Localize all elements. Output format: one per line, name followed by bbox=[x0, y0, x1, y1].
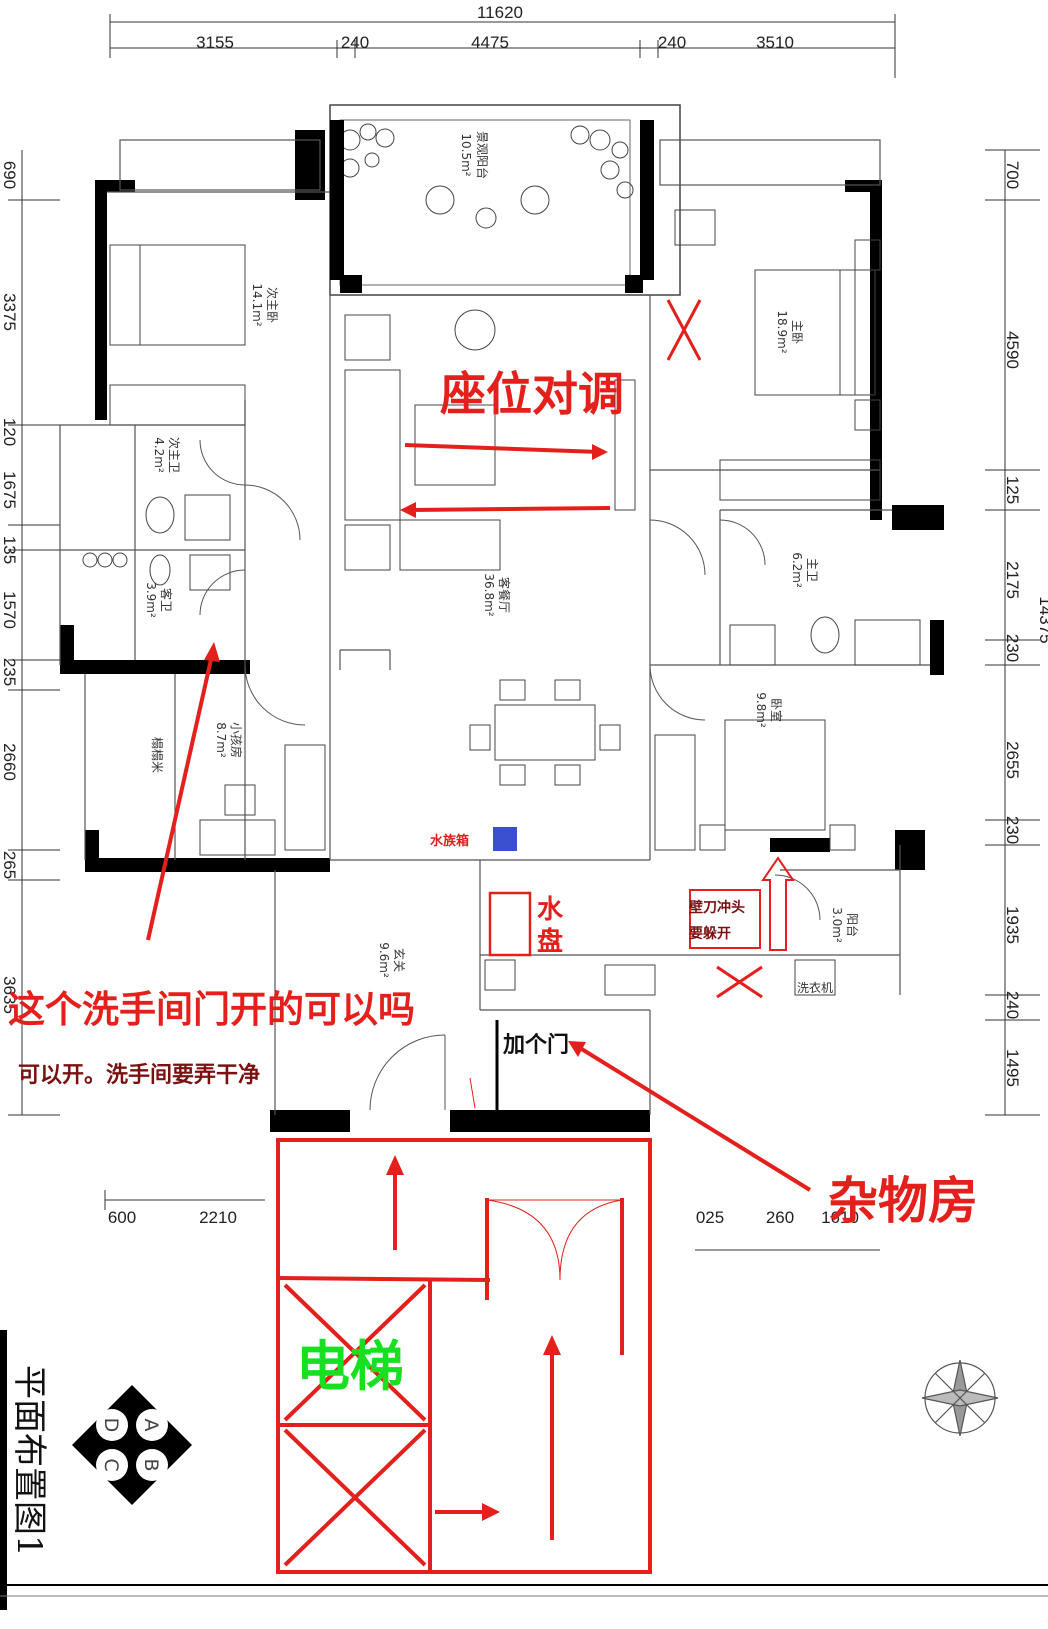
washer-label: 洗衣机 bbox=[797, 980, 833, 995]
room-living-dining-name: 客餐厅 bbox=[497, 577, 512, 613]
bath-door-answer: 可以开。洗手间要弄干净 bbox=[18, 1062, 260, 1088]
dim-left-5: 135 bbox=[0, 536, 19, 564]
room-kids-area: 8.7m² bbox=[214, 722, 228, 758]
dim-top-seg-2: 240 bbox=[341, 33, 369, 52]
dim-left-1: 690 bbox=[0, 161, 19, 189]
dim-left-4: 1675 bbox=[0, 471, 19, 509]
plan-title: 平面布置图1 bbox=[9, 1365, 49, 1557]
room-tatami-name: 榻榻米 bbox=[150, 737, 164, 773]
storage-note: 杂物房 bbox=[828, 1172, 978, 1230]
title-bar bbox=[0, 1330, 7, 1610]
dim-bottom-1: 600 bbox=[108, 1208, 136, 1227]
dim-right-3: 125 bbox=[1003, 476, 1022, 504]
dim-right-5: 230 bbox=[1003, 634, 1022, 662]
dim-right-total: 14375 bbox=[1036, 596, 1048, 643]
dim-bottom-5: 1610 bbox=[821, 1208, 859, 1227]
room-kids-name: 小孩房 bbox=[229, 722, 244, 758]
dim-right-6: 2655 bbox=[1003, 741, 1022, 779]
dim-left-8: 2660 bbox=[0, 743, 19, 781]
walls bbox=[60, 120, 944, 1132]
elevator-arrowheads bbox=[386, 1155, 561, 1521]
room-master-bath-area: 6.2m² bbox=[790, 552, 804, 588]
dim-left-6: 1570 bbox=[0, 591, 19, 629]
swap-seats-note: 座位对调 bbox=[440, 367, 624, 421]
dim-top-seg-1: 3155 bbox=[196, 33, 234, 52]
knife-note-1: 壁刀冲头 bbox=[689, 899, 745, 916]
dim-left-7: 235 bbox=[0, 658, 19, 686]
dim-left-9: 265 bbox=[0, 851, 19, 879]
dim-left-10: 3635 bbox=[0, 976, 19, 1014]
room-second-master-area: 14.1m² bbox=[250, 283, 264, 326]
dim-right-1: 700 bbox=[1003, 161, 1022, 189]
room-master-name: 主卧 bbox=[790, 320, 804, 344]
dim-bottom-4: 260 bbox=[766, 1208, 794, 1227]
compass-letter-b: B bbox=[140, 1458, 162, 1471]
elevator-area bbox=[276, 1138, 652, 1574]
left-dimension-labels: 690 3375 120 1675 135 1570 235 2660 265 … bbox=[0, 161, 19, 1014]
sink-note-1: 水 bbox=[537, 895, 564, 925]
dim-top-total: 11620 bbox=[477, 3, 523, 22]
interior-lines bbox=[59, 139, 930, 1115]
room-second-master-bath-name: 次主卫 bbox=[167, 437, 181, 473]
furniture bbox=[82, 209, 921, 996]
dim-right-2: 4590 bbox=[1003, 331, 1022, 369]
dim-left-2: 3375 bbox=[0, 293, 19, 331]
elevator-label: 电梯 bbox=[296, 1335, 404, 1398]
aquarium-label: 水族箱 bbox=[430, 833, 469, 849]
dim-bottom-2: 2210 bbox=[199, 1208, 237, 1227]
room-living-dining-area: 36.8m² bbox=[482, 573, 496, 616]
room-master-bath-name: 主卫 bbox=[805, 558, 819, 582]
room-guest-bath-name: 客卫 bbox=[159, 588, 174, 612]
dim-top-seg-4: 240 bbox=[658, 33, 686, 52]
room-foyer-area: 9.6m² bbox=[377, 942, 391, 978]
room-master-area: 18.9m² bbox=[775, 310, 789, 353]
compass-letter-c: C bbox=[100, 1458, 122, 1471]
dim-bottom-3: 025 bbox=[696, 1208, 724, 1227]
add-door-note: 加个门 bbox=[502, 1032, 569, 1058]
dim-top-seg-3: 4475 bbox=[471, 33, 509, 52]
room-balcony-view-name: 景观阳台 bbox=[475, 131, 490, 179]
room-second-master-name: 次主卧 bbox=[265, 287, 279, 323]
dim-right-10: 1495 bbox=[1003, 1049, 1022, 1087]
dim-left-3: 120 bbox=[0, 418, 19, 446]
bottom-dimensions bbox=[104, 1190, 880, 1251]
room-foyer-name: 玄关 bbox=[392, 948, 407, 972]
room-bedroom-area: 9.8m² bbox=[754, 692, 768, 728]
sink-note-2: 盘 bbox=[537, 926, 563, 957]
dim-top-seg-5: 3510 bbox=[756, 33, 794, 52]
dim-right-7: 230 bbox=[1003, 816, 1022, 844]
room-guest-bath-area: 3.9m² bbox=[144, 582, 158, 618]
compass-letter-d: D bbox=[100, 1418, 122, 1433]
room-balcony-view-area: 10.5m² bbox=[459, 133, 473, 176]
room-second-master-bath-area: 4.2m² bbox=[152, 437, 166, 473]
balcony-view bbox=[329, 104, 681, 296]
bath-door-question: 这个洗手间门开的可以吗 bbox=[8, 988, 415, 1031]
left-dimensions bbox=[8, 150, 60, 1116]
dim-right-4: 2175 bbox=[1003, 561, 1022, 599]
compass-letter-a: A bbox=[140, 1419, 162, 1432]
right-dimension-labels: 700 4590 125 2175 230 2655 230 1935 240 … bbox=[1003, 161, 1048, 1087]
aquarium-marker bbox=[493, 827, 517, 851]
direction-diamond bbox=[72, 1385, 192, 1505]
room-balcony-small-area: 3.0m² bbox=[830, 907, 844, 943]
right-dimensions bbox=[985, 149, 1040, 1116]
room-bedroom-name: 卧室 bbox=[769, 698, 784, 722]
top-dimensions bbox=[109, 14, 896, 78]
dim-right-9: 240 bbox=[1003, 991, 1022, 1019]
door-swings bbox=[199, 439, 821, 1111]
knife-note-2: 要躲开 bbox=[689, 925, 731, 942]
dim-right-8: 1935 bbox=[1003, 906, 1022, 944]
north-compass-icon bbox=[921, 1359, 999, 1437]
red-marks bbox=[146, 299, 812, 1192]
room-balcony-small-name: 阳台 bbox=[845, 913, 860, 937]
storage-door-arcs bbox=[486, 1199, 623, 1281]
